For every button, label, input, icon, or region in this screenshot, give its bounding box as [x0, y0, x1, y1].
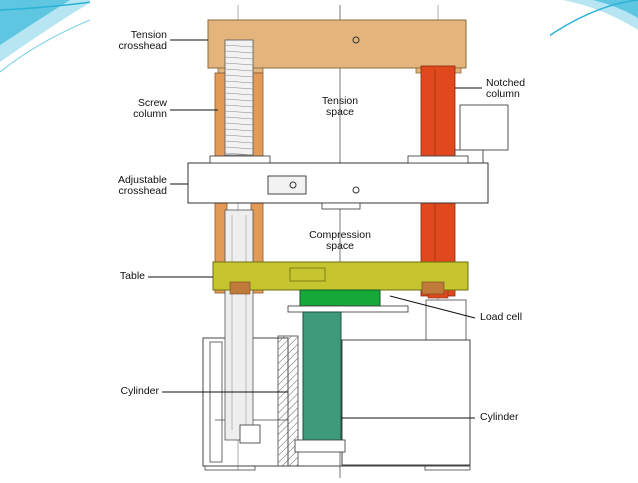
label-cylinder-right: Cylinder	[480, 411, 519, 423]
cylinder	[302, 311, 342, 443]
label-notched-column: Notched column	[486, 77, 526, 100]
testing-machine-diagram	[187, 5, 509, 478]
screw-threads	[224, 44, 254, 156]
crosshead-clamp	[267, 175, 307, 195]
leader-lines	[148, 39, 482, 419]
base-frame	[202, 299, 471, 471]
label-tension-crosshead: Tension crosshead	[118, 29, 167, 52]
label-tension-space: Tension space	[321, 95, 359, 118]
crosshead-bolt	[352, 36, 360, 44]
swoosh-right-decoration	[543, 0, 638, 41]
label-cylinder-left: Cylinder	[120, 385, 159, 397]
label-screw-column: Screw column	[133, 97, 167, 120]
adjustable-crosshead	[187, 162, 489, 204]
label-compression-space: Compression space	[309, 229, 371, 252]
swoosh-left-decoration	[0, 0, 96, 73]
label-adjustable-crosshead: Adjustable crosshead	[117, 174, 167, 197]
testing-machine-figure: Tension crosshead Screw column Adjustabl…	[90, 0, 550, 478]
screw-column	[214, 39, 264, 441]
label-table: Table	[119, 270, 145, 282]
label-load-cell: Load cell	[480, 311, 523, 323]
